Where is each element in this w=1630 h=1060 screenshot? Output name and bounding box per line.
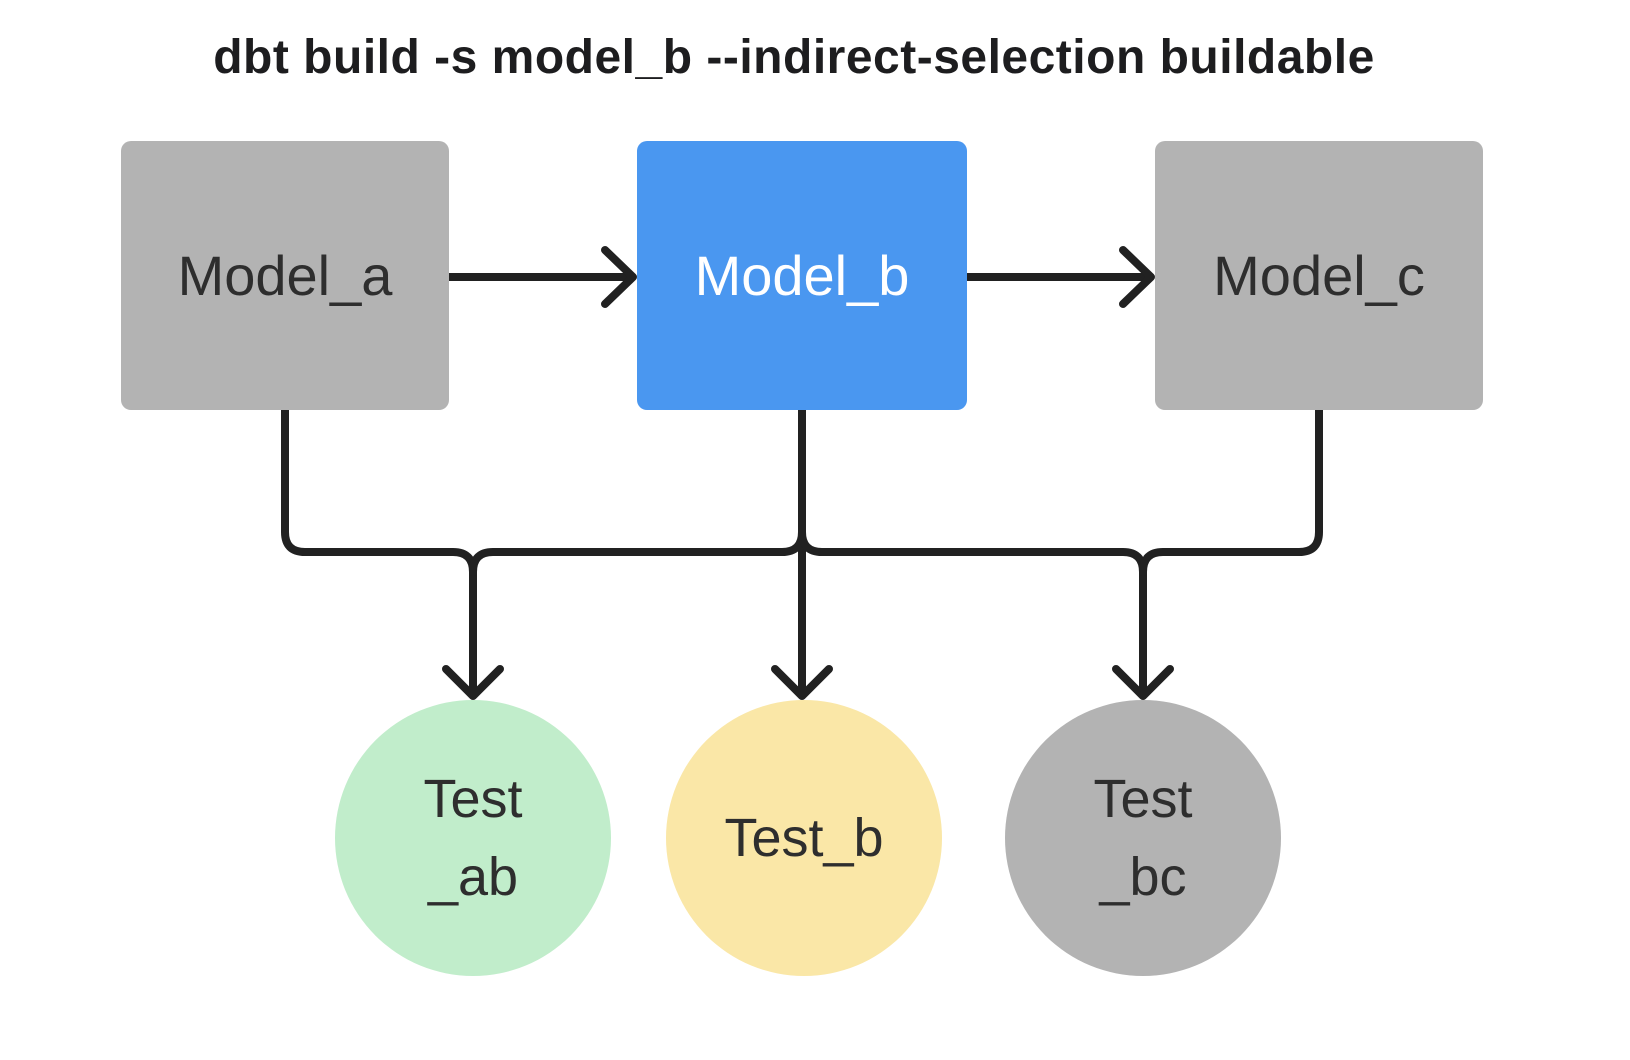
node-model-a: Model_a	[121, 141, 449, 410]
node-test-bc-label-line1: Test	[1093, 769, 1193, 829]
node-test-bc-label-line2: _bc	[1099, 847, 1187, 907]
edge-model-b-to-test-bc	[798, 406, 1147, 695]
diagram-title: dbt build -s model_b --indirect-selectio…	[213, 31, 1375, 84]
node-test-b: Test_b	[666, 700, 942, 976]
arrowhead-down-test-ab	[442, 665, 504, 700]
edge-model-a-to-test-ab	[281, 406, 477, 695]
node-test-b-label-line1: Test_b	[724, 808, 884, 868]
node-test-ab: Test _ab	[335, 700, 611, 976]
arrowhead-down-test-b	[771, 665, 833, 700]
node-test-ab-label-line2: _ab	[427, 847, 519, 907]
node-model-c: Model_c	[1155, 141, 1483, 410]
node-test-bc: Test _bc	[1005, 700, 1281, 976]
arrowhead-right-model-c	[1119, 246, 1155, 308]
node-model-c-label: Model_c	[1213, 244, 1425, 307]
edge-model-c-to-test-bc	[1139, 406, 1323, 576]
node-model-a-label: Model_a	[177, 244, 393, 307]
node-model-b-label: Model_b	[694, 244, 910, 307]
arrowhead-right-model-b	[601, 246, 637, 308]
edge-model-b-to-test-ab	[469, 406, 806, 576]
node-test-ab-label-line1: Test	[423, 769, 523, 829]
node-model-b: Model_b	[637, 141, 967, 410]
arrowhead-down-test-bc	[1112, 665, 1174, 700]
